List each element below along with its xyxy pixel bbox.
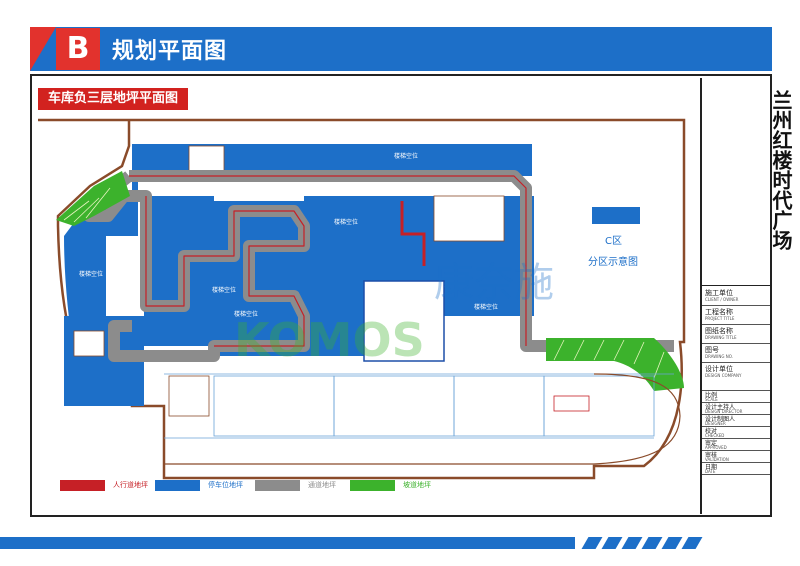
core-block-4 <box>168 375 210 417</box>
title-block-label: 审定 <box>705 440 718 447</box>
legend-swatch <box>350 480 395 491</box>
ramp-east <box>546 338 684 391</box>
title-block-label: 工程名称 <box>705 308 733 316</box>
footer-stripe <box>621 537 643 549</box>
title-block-sublabel: SCALE <box>705 397 718 402</box>
title-block-label: 设计单位 <box>705 365 733 373</box>
title-block-label: 日期 <box>705 464 718 471</box>
title-block-sublabel: APPROVED <box>705 445 727 450</box>
title-block-sublabel: DESIGN COMPANY <box>705 373 742 378</box>
title-block-sublabel: DRAWING NO. <box>705 354 733 359</box>
project-name: 兰州红楼时代广场 <box>769 90 793 250</box>
watermark-en: KOMOS <box>234 313 425 367</box>
title-block-sublabel: VALIDATION <box>705 457 729 462</box>
plan-label-left-a: 楼梯空位 <box>79 270 103 278</box>
plan-label-top-right: 楼梯空位 <box>394 152 418 160</box>
core-block-1 <box>188 145 225 175</box>
core-block-2 <box>433 195 505 242</box>
title-block-label: 审核 <box>705 452 718 459</box>
legend-label: 人行道地坪 <box>113 481 148 489</box>
zone-code: C区 <box>605 236 622 247</box>
legend-swatch <box>60 480 105 491</box>
header-bar <box>30 27 772 71</box>
ramp-hatch <box>63 187 665 379</box>
legend-swatch <box>155 480 200 491</box>
zone-swatch <box>592 207 640 224</box>
title-block-sublabel: DESIGNER <box>705 421 726 426</box>
title-block-label: 设计制图人 <box>705 416 736 423</box>
footer-stripe <box>581 537 603 549</box>
title-block-label: 施工单位 <box>705 289 733 297</box>
title-block-label: 校对 <box>705 428 718 435</box>
title-block-label: 图纸名称 <box>705 327 733 335</box>
footer-stripe <box>601 537 623 549</box>
title-block-label: 图号 <box>705 346 719 354</box>
watermark-cn: 康奈施 <box>434 260 554 306</box>
zone-note: 分区示意图 <box>588 257 638 268</box>
section-badge: B <box>56 28 100 70</box>
south-room <box>553 395 590 412</box>
legend-label: 通道地坪 <box>308 481 336 489</box>
plan-label-mid-a: 楼梯空位 <box>212 286 236 294</box>
plan-label-mid-b: 楼梯空位 <box>234 310 258 318</box>
footer-stripe <box>661 537 683 549</box>
title-block <box>700 78 772 514</box>
legend-label: 坡道地坪 <box>403 481 431 489</box>
lower-zone-lines <box>164 373 674 439</box>
drive-aisle-inner-edge <box>129 175 527 347</box>
title-block-label: 设计主持人 <box>705 404 736 411</box>
title-block-sublabel: CHECKED <box>705 433 725 438</box>
footer-stripe <box>681 537 703 549</box>
title-block-sublabel: DESIGN DIRECTOR <box>705 409 743 414</box>
plan-label-right-mid: 楼梯空位 <box>474 303 498 311</box>
header-wedge <box>30 27 56 71</box>
title-block-sublabel: PROJECT TITLE <box>705 316 735 321</box>
footer-bar <box>0 537 575 549</box>
title-block-sublabel: CLIENT / OWNER <box>705 297 739 302</box>
drawing-subtitle: 车库负三层地坪平面图 <box>38 88 189 110</box>
page-title: 规划平面图 <box>112 39 228 64</box>
legend-label: 停车位地坪 <box>208 481 243 489</box>
project-name-cell: 兰州红楼时代广场 <box>700 80 793 286</box>
title-block-sublabel: DATE <box>705 469 716 474</box>
footer-stripe <box>641 537 663 549</box>
plan-label-center: 楼梯空位 <box>334 218 358 226</box>
pedestrian-route <box>400 201 426 266</box>
title-block-label: 比例 <box>705 392 718 399</box>
lower-curve-wall <box>164 373 681 465</box>
legend-swatch <box>255 480 300 491</box>
plan-label-left-b: 楼梯空位 <box>109 268 133 276</box>
title-block-sublabel: DRAWING TITLE <box>705 335 737 340</box>
floor-plan: 楼梯空位 楼梯空位 楼梯空位 楼梯空位 楼梯空位 楼梯空位 楼梯空位 康奈施 K… <box>38 118 686 480</box>
core-block-5 <box>73 330 105 357</box>
core-block-3 <box>363 280 445 362</box>
